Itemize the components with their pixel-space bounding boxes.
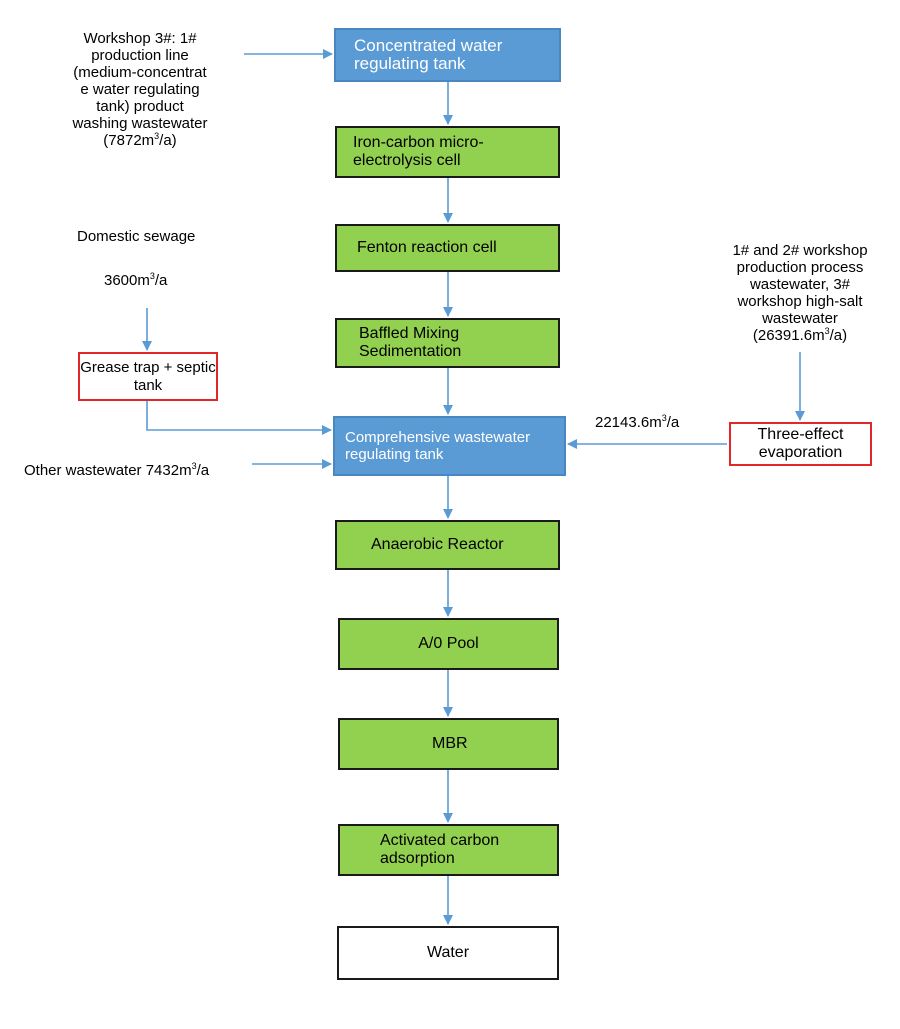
arrow-grease-to-comprehensive	[146, 401, 332, 435]
iron-carbon-micro-electrolysis-cell: Iron-carbon micro-electrolysis cell	[335, 126, 560, 178]
workshop3-source-label: Workshop 3#: 1# production line (medium-…	[40, 30, 240, 149]
workshop12-source-label: 1# and 2# workshop production process wa…	[700, 242, 900, 344]
fenton-reaction-cell: Fenton reaction cell	[335, 224, 560, 272]
comprehensive-wastewater-regulating-tank: Comprehensive wastewater regulating tank	[333, 416, 566, 476]
evaporation-flow-label: 22143.6m3/a	[595, 413, 680, 432]
other-wastewater-label: Other wastewater 7432m3/a	[24, 461, 210, 480]
concentrated-water-regulating-tank: Concentrated water regulating tank	[334, 28, 561, 82]
activated-carbon-adsorption: Activated carbon adsorption	[338, 824, 559, 876]
domestic-sewage-label: Domestic sewage	[77, 228, 196, 245]
ao-pool: A/0 Pool	[338, 618, 559, 670]
baffled-mixing-sedimentation: Baffled Mixing Sedimentation	[335, 318, 560, 368]
grease-trap-septic-tank: Grease trap + septic tank	[78, 352, 218, 401]
workshop12-flow: (26391.6m3/a)	[752, 326, 848, 345]
water: Water	[337, 926, 559, 980]
workshop3-flow: (7872m3/a)	[103, 131, 177, 150]
mbr: MBR	[338, 718, 559, 770]
anaerobic-reactor: Anaerobic Reactor	[335, 520, 560, 570]
three-effect-evaporation: Three-effect evaporation	[729, 422, 872, 466]
domestic-flow-label: 3600m3/a	[104, 271, 168, 290]
